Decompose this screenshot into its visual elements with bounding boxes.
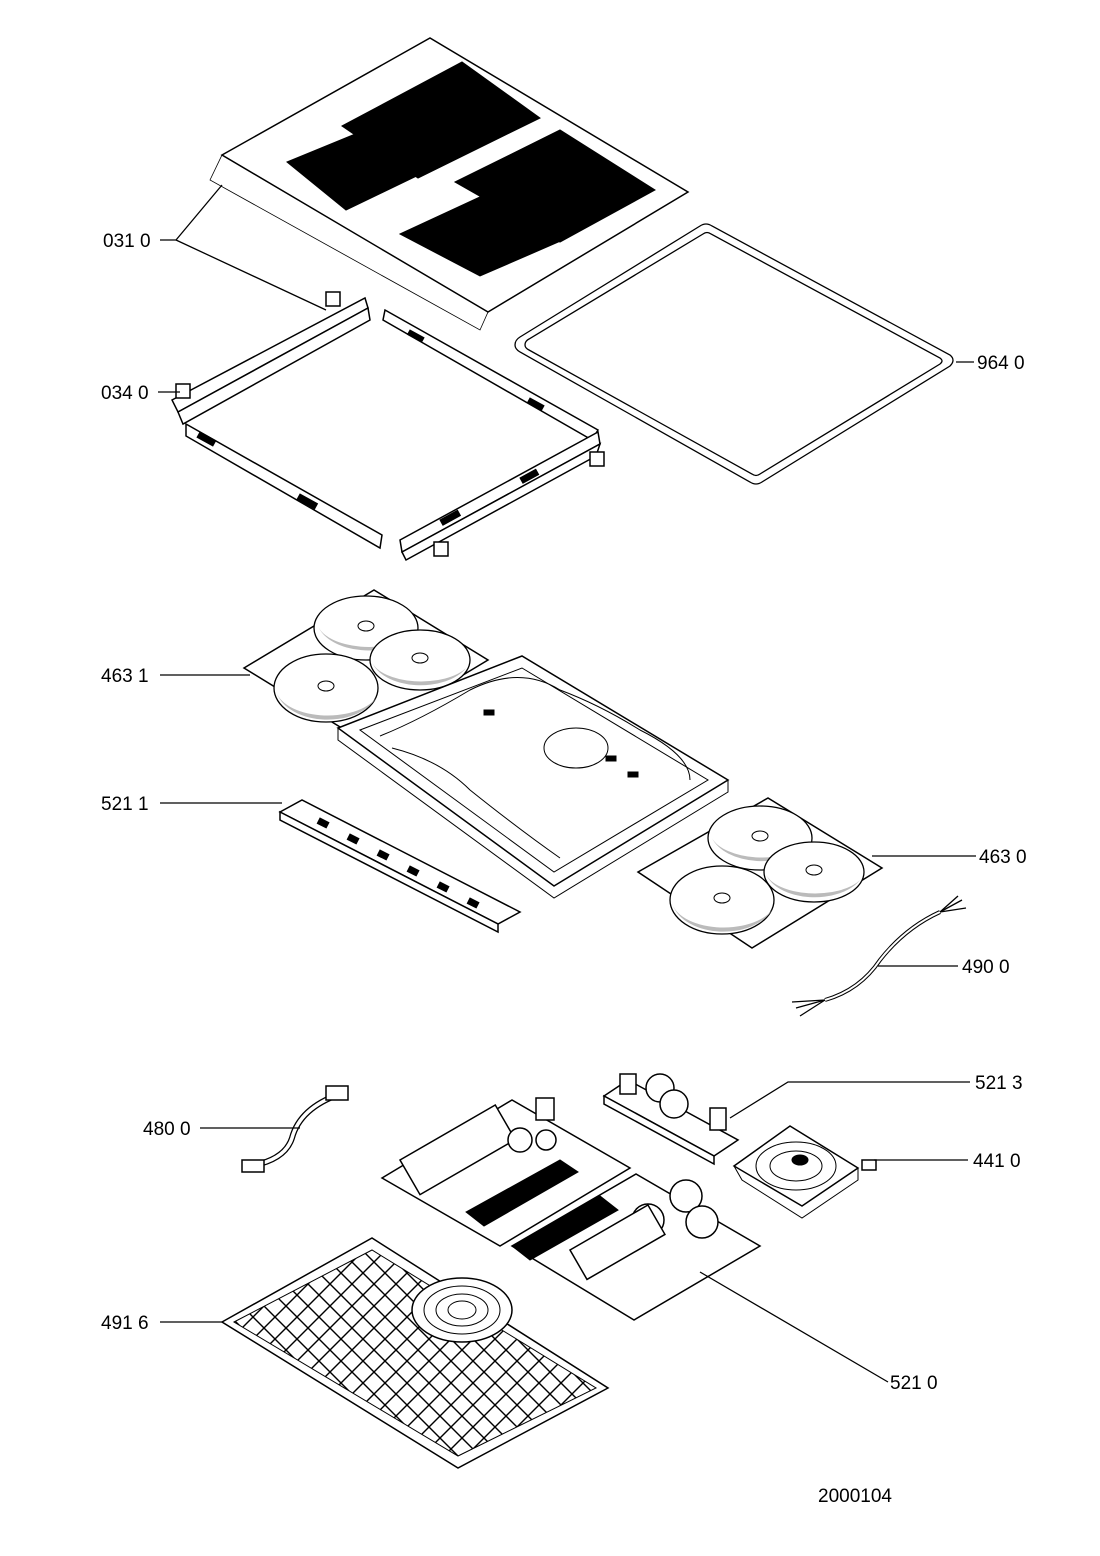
power-board-upper: [380, 1097, 632, 1247]
callout-031-0: 031 0: [103, 231, 151, 252]
induction-coil-plate-left: [242, 589, 490, 739]
callout-463-0: 463 0: [979, 847, 1027, 868]
filter-board: [602, 1073, 740, 1166]
callout-463-1: 463 1: [101, 666, 149, 687]
housing-tray: [336, 655, 730, 899]
leader-lines: [158, 184, 976, 1383]
callout-521-1: 521 1: [101, 794, 149, 815]
mounting-frame-rails: [171, 291, 605, 562]
control-board-strip: [278, 799, 522, 934]
callout-490-0: 490 0: [962, 957, 1010, 978]
power-board-lower: [510, 1173, 762, 1321]
callout-964-0: 964 0: [977, 353, 1025, 374]
callout-034-0: 034 0: [101, 383, 149, 404]
callout-491-6: 491 6: [101, 1313, 149, 1334]
callout-521-3: 521 3: [975, 1073, 1023, 1094]
power-cable: [791, 895, 967, 1017]
ribbon-cable: [241, 1085, 349, 1173]
induction-coil-plate-right: [636, 797, 884, 949]
gasket-seal: [514, 223, 954, 485]
callout-480-0: 480 0: [143, 1119, 191, 1140]
glass-ceramic-top: [209, 37, 690, 331]
callout-441-0: 441 0: [973, 1151, 1021, 1172]
drawing-number: 2000104: [818, 1486, 892, 1507]
cooling-fan: [732, 1125, 877, 1219]
callout-521-0: 521 0: [890, 1373, 938, 1394]
